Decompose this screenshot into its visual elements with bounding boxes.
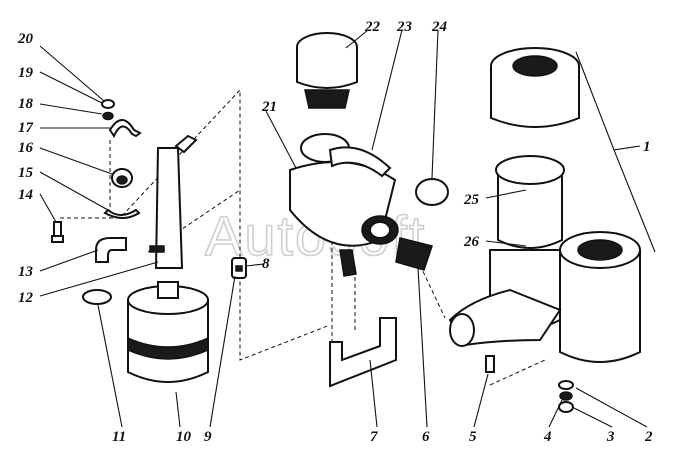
- clamp-bracket-parts: [101, 99, 142, 139]
- label-18: 18: [18, 96, 34, 112]
- leader-lines: [39, 29, 656, 428]
- label-8: 8: [262, 256, 270, 272]
- air-cleaner-assembly-part-1: [448, 47, 641, 363]
- label-26: 26: [463, 234, 480, 250]
- label-2: 2: [644, 429, 653, 445]
- label-3: 3: [606, 429, 615, 445]
- precleaner-part-10: [127, 281, 209, 383]
- label-20: 20: [17, 31, 34, 47]
- assembly-dashed-lines: [60, 88, 546, 386]
- label-16: 16: [18, 140, 34, 156]
- label-9: 9: [204, 429, 212, 445]
- air-cleaner-housing-part-21: [289, 133, 399, 277]
- label-13: 13: [18, 264, 34, 280]
- label-15: 15: [18, 165, 34, 181]
- part-labels: 20 19 18 17 16 15 14 13 12 11 10 9 8 7 6…: [17, 19, 653, 445]
- label-12: 12: [18, 290, 34, 306]
- label-6: 6: [422, 429, 430, 445]
- label-24: 24: [431, 19, 448, 35]
- bolt-part-14: [51, 221, 64, 243]
- clip-part-15: [103, 208, 141, 219]
- sleeve-part-6: [395, 237, 433, 271]
- label-23: 23: [396, 19, 413, 35]
- label-1: 1: [643, 139, 651, 155]
- bracket-part-7: [329, 317, 397, 388]
- label-19: 19: [18, 65, 34, 81]
- label-10: 10: [176, 429, 192, 445]
- fitting-part-8: [231, 257, 247, 279]
- label-17: 17: [18, 120, 34, 136]
- coupling-part-16: [111, 168, 133, 188]
- label-22: 22: [364, 19, 381, 35]
- intake-pipe-part-12: [149, 134, 198, 269]
- fasteners-parts-2-5: [485, 355, 574, 413]
- label-14: 14: [18, 187, 34, 203]
- elbow-part-13: [95, 237, 127, 263]
- label-4: 4: [543, 429, 552, 445]
- label-5: 5: [469, 429, 477, 445]
- label-25: 25: [463, 192, 480, 208]
- label-7: 7: [370, 429, 378, 445]
- filter-cap-part-22: [296, 32, 358, 109]
- clamp-part-24: [415, 178, 449, 206]
- label-11: 11: [112, 429, 126, 445]
- label-21: 21: [261, 99, 277, 115]
- clamp-ring-part-11: [82, 289, 112, 305]
